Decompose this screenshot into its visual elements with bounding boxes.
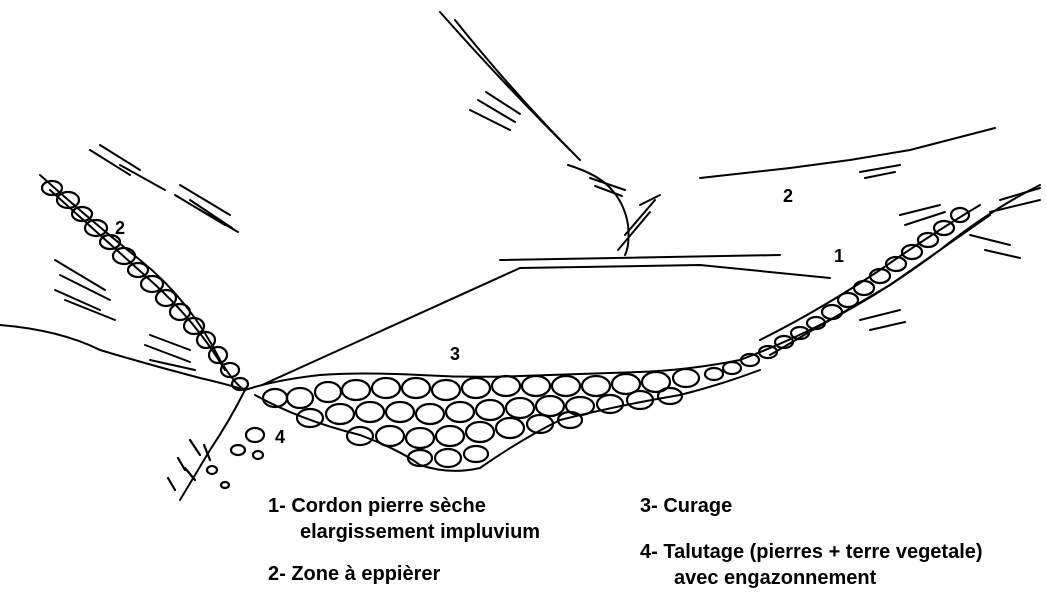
stone-masonry [42, 181, 969, 490]
legend-item-2: 2- Zone à eppièrer [268, 562, 440, 586]
callout-4: 4 [275, 427, 285, 447]
legend-item-4-line-1: 4- Talutage (pierres + terre vegetale) [640, 540, 983, 564]
callout-2-right: 2 [783, 186, 793, 206]
legend-item-1-line-2: elargissement impluvium [300, 520, 540, 544]
background-hatching [55, 12, 1040, 370]
callout-3: 3 [450, 344, 460, 364]
legend-item-1-line-1: 1- Cordon pierre sèche [268, 494, 486, 518]
callout-2-left: 2 [115, 218, 125, 238]
legend-item-3: 3- Curage [640, 494, 732, 518]
legend-item-4-line-2: avec engazonnement [674, 566, 876, 590]
callout-1: 1 [834, 246, 844, 266]
